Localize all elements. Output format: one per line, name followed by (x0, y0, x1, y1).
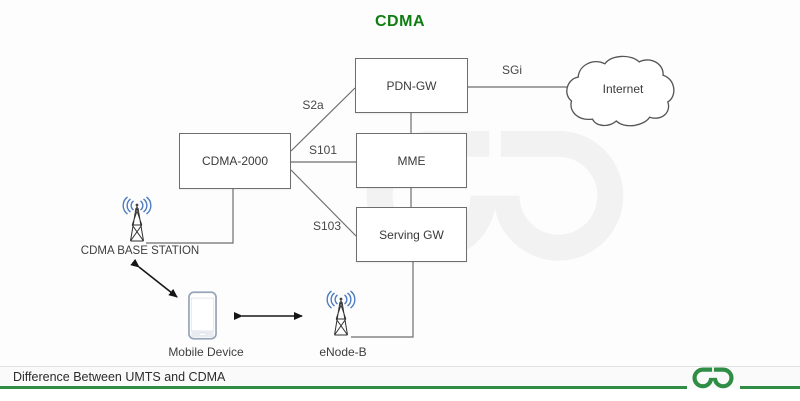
smartphone-icon (188, 291, 217, 340)
mobile-device-label: Mobile Device (168, 345, 244, 359)
internet-cloud-icon (566, 55, 675, 127)
cell-tower-icon-base-station (122, 196, 152, 242)
footer-bottom-margin (0, 389, 800, 401)
arrow-basestation-mobile (130, 258, 178, 298)
edge-label-sgi: SGi (501, 63, 523, 77)
edge-label-s101: S101 (308, 143, 338, 157)
diagram-title: CDMA (375, 13, 425, 30)
footer-bar: Difference Between UMTS and CDMA (0, 366, 800, 388)
node-cdma-2000-label: CDMA-2000 (201, 154, 269, 168)
edge-label-s2a: S2a (302, 98, 324, 112)
geeksforgeeks-logo (692, 367, 734, 389)
link-s103 (290, 169, 357, 237)
edge-label-s103: S103 (312, 219, 342, 233)
node-serving-gw-label: Serving GW (379, 227, 444, 242)
link-s2a (290, 87, 356, 152)
node-pdn-gw-label: PDN-GW (386, 78, 437, 93)
base-station-label: CDMA BASE STATION (80, 245, 200, 257)
node-internet-label: Internet (602, 82, 644, 96)
node-mme-label: MME (397, 153, 426, 168)
node-serving-gw: Serving GW (356, 207, 467, 262)
link-servinggw-enodeb (351, 262, 414, 338)
node-mme: MME (356, 133, 467, 188)
cell-tower-icon-enodeb (326, 290, 356, 336)
footer-rule-right (740, 386, 800, 389)
footer-rule-left (0, 386, 687, 389)
link-cdma2000-basestation (146, 189, 234, 244)
footer-caption: Difference Between UMTS and CDMA (13, 370, 226, 384)
enodeb-label: eNode-B (319, 345, 367, 359)
node-pdn-gw: PDN-GW (355, 58, 468, 113)
node-cdma-2000: CDMA-2000 (179, 133, 291, 189)
